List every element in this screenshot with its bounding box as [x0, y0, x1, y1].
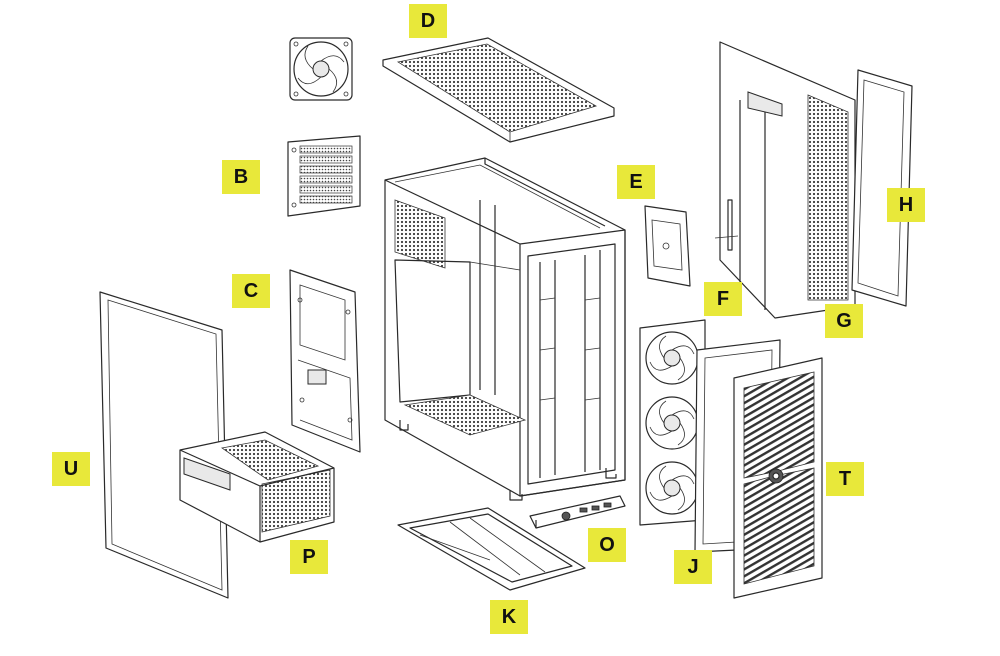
ssd-bracket [644, 205, 691, 287]
label-e: E [617, 165, 655, 199]
rear-side-panel [714, 41, 856, 319]
main-chassis [384, 157, 626, 501]
top-fan [289, 37, 353, 101]
label-c: C [232, 274, 270, 308]
label-o: O [588, 528, 626, 562]
label-j: J [674, 550, 712, 584]
label-b: B [222, 160, 260, 194]
pci-bracket-assembly [287, 135, 361, 217]
label-f: F [704, 282, 742, 316]
label-g: G [825, 304, 863, 338]
left-glass-panel [99, 291, 229, 599]
right-glass-panel [851, 69, 913, 307]
label-d: D [409, 4, 447, 38]
motherboard-tray [289, 269, 361, 453]
label-k: K [490, 600, 528, 634]
label-t: T [826, 462, 864, 496]
label-u: U [52, 452, 90, 486]
psu-shroud [179, 431, 335, 543]
label-h: H [887, 188, 925, 222]
top-dust-filter-panel [382, 37, 615, 143]
front-io-panel [529, 495, 626, 529]
front-panel [733, 357, 823, 599]
bottom-dust-filter [397, 507, 586, 591]
label-p: P [290, 540, 328, 574]
